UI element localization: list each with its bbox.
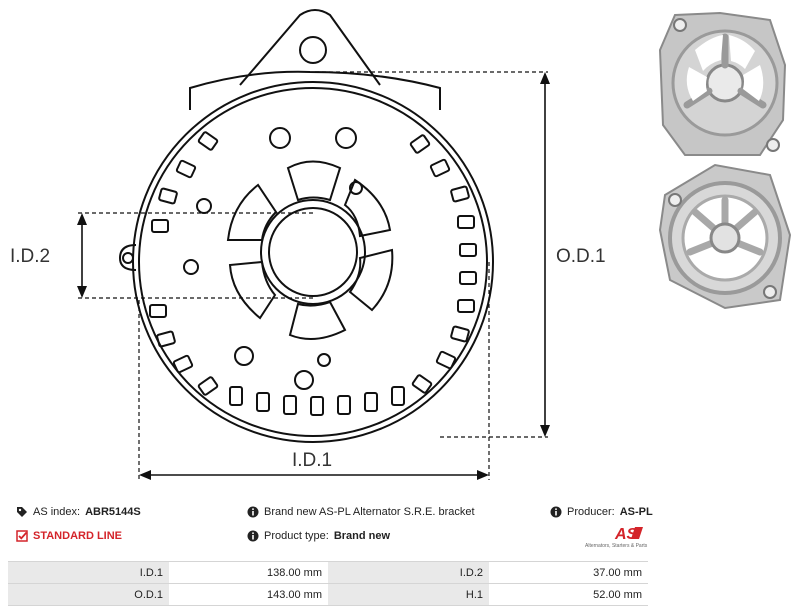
spec-key: H.1: [328, 583, 489, 606]
description: Brand new AS-PL Alternator S.R.E. bracke…: [247, 506, 475, 518]
technical-drawing: O.D.1 I.D.1 I.D.2: [10, 9, 606, 480]
info-row-1: AS index: ABR5144S Brand new AS-PL Alter…: [0, 506, 800, 528]
standard-line: STANDARD LINE: [16, 530, 122, 542]
vent: [286, 160, 342, 202]
tag-icon: [17, 507, 27, 517]
description-text: Brand new AS-PL Alternator S.R.E. bracke…: [264, 506, 475, 518]
product-type: Product type: Brand new: [247, 530, 390, 542]
vent: [288, 300, 347, 340]
od1-label: O.D.1: [556, 246, 606, 267]
info-icon: [247, 530, 259, 542]
info-row-2: STANDARD LINE Product type: Brand new: [0, 530, 800, 552]
hub-outer: [260, 199, 366, 305]
as-index-value: ABR5144S: [85, 506, 141, 518]
spec-key: I.D.1: [8, 561, 169, 584]
inner-ring: [138, 87, 488, 437]
vent: [343, 178, 392, 238]
side-ear: [118, 244, 137, 271]
housing-outline: [189, 70, 441, 110]
spec-value: 143.00 mm: [169, 583, 328, 606]
spec-key: O.D.1: [8, 583, 169, 606]
as-index-label: AS index:: [33, 506, 81, 518]
checkbox-icon: [16, 530, 28, 542]
logo-mark: AS: [614, 526, 643, 543]
spec-value: 138.00 mm: [169, 561, 328, 584]
table-row: O.D.1 143.00 mm H.1 52.00 mm: [8, 583, 648, 606]
bracket-photo-back: [658, 163, 792, 310]
product-type-label: Product type:: [264, 530, 329, 542]
product-type-value: Brand new: [333, 530, 391, 542]
id1-label: I.D.1: [292, 450, 332, 471]
mounting-lug: [239, 9, 381, 86]
producer: Producer: AS-PL: [550, 506, 653, 518]
logo-tagline: Alternators, Starters & Parts: [585, 543, 648, 549]
vent: [226, 183, 278, 241]
spec-key: I.D.2: [328, 561, 489, 584]
specs-table: I.D.1 138.00 mm I.D.2 37.00 mm O.D.1 143…: [8, 561, 648, 606]
outer-ring: [132, 81, 494, 443]
standard-line-text: STANDARD LINE: [33, 530, 123, 542]
ear-hole: [122, 252, 134, 264]
vent: [348, 248, 394, 312]
as-pl-logo: AS Alternators, Starters & Parts: [585, 523, 655, 553]
vent: [228, 260, 277, 320]
spec-value: 37.00 mm: [489, 561, 648, 584]
hub-inner: [268, 207, 358, 297]
producer-label: Producer:: [567, 506, 615, 518]
producer-value: AS-PL: [619, 506, 653, 518]
perimeter-slots: [149, 131, 477, 416]
info-icon: [550, 506, 562, 518]
id2-label: I.D.2: [10, 246, 50, 267]
spec-value: 52.00 mm: [489, 583, 648, 606]
info-icon: [247, 506, 259, 518]
bracket-photo-front: [658, 11, 787, 156]
lug-hole: [299, 36, 327, 64]
table-row: I.D.1 138.00 mm I.D.2 37.00 mm: [8, 561, 648, 584]
as-index: AS index: ABR5144S: [16, 506, 141, 518]
